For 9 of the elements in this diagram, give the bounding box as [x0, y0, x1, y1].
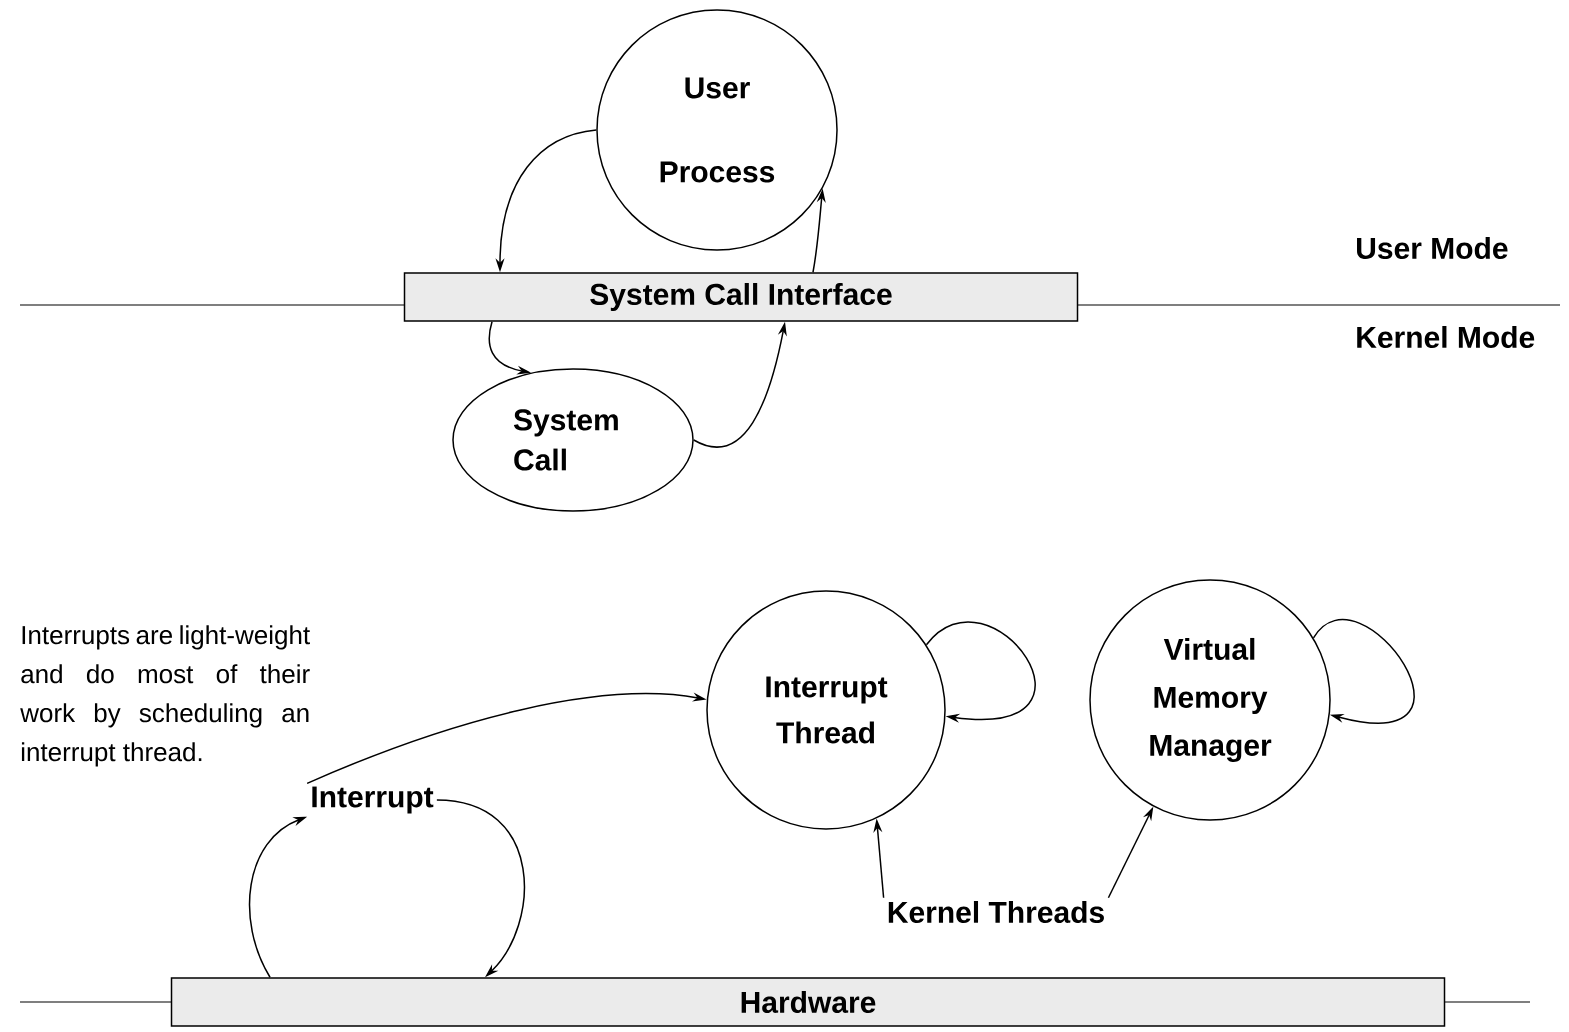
layer-bar: Hardware [170, 977, 1446, 1027]
text-label: Kernel Threads [888, 901, 1104, 923]
mode-label: Kernel Mode [1357, 326, 1535, 348]
text-label: Interrupt [312, 786, 434, 814]
arrow [1312, 618, 1415, 724]
note-text: Interrupts are light-weight and do most of their work by scheduling an interrupt thread. [20, 625, 310, 767]
mode-label: User Mode [1357, 237, 1508, 259]
layer-bar: System Call Interface [403, 272, 1079, 322]
arrow [925, 621, 1036, 723]
